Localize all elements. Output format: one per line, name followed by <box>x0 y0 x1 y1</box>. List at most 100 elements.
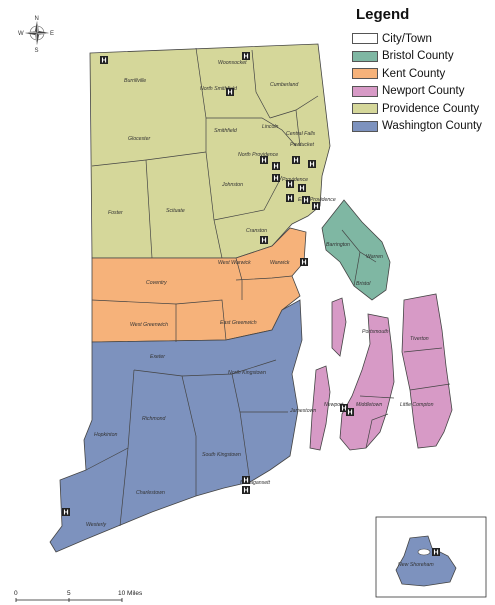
hospital-icon: H <box>242 52 250 61</box>
svg-text:H: H <box>261 238 266 245</box>
town-label: Middletown <box>356 402 382 408</box>
svg-text:H: H <box>273 176 278 183</box>
hospital-icon: H <box>292 156 300 165</box>
scale-tick-label: 10 Miles <box>118 590 143 597</box>
legend-title: Legend <box>356 6 410 23</box>
legend-label: Kent County <box>382 67 446 80</box>
town-label: West Warwick <box>218 260 251 266</box>
legend-label: Bristol County <box>382 50 454 63</box>
svg-text:H: H <box>299 186 304 193</box>
hospital-icon: H <box>302 196 310 205</box>
svg-text:H: H <box>309 162 314 169</box>
providence-county <box>89 43 331 259</box>
hospital-icon: H <box>286 180 294 189</box>
town-label: Richmond <box>142 416 166 422</box>
town-label: Coventry <box>146 280 167 286</box>
svg-text:H: H <box>101 58 106 65</box>
svg-text:H: H <box>227 90 232 97</box>
town-label: Glocester <box>128 136 150 142</box>
town-label: Providence <box>282 177 308 183</box>
legend-label: Washington County <box>382 120 482 133</box>
hospital-icon: H <box>308 160 316 169</box>
washington-county <box>49 299 303 553</box>
hospital-icon: H <box>272 174 280 183</box>
hospital-icon: H <box>272 162 280 171</box>
compass-south: S <box>35 48 39 54</box>
new-shoreham-island <box>395 535 457 587</box>
town-label: New Shoreham <box>398 562 434 568</box>
town-label: Bristol <box>356 281 371 287</box>
legend-swatch <box>352 50 378 62</box>
bristol-county <box>321 199 391 301</box>
hospital-icon: H <box>100 56 108 65</box>
scale-tick-label: 5 <box>67 590 71 597</box>
svg-text:H: H <box>293 158 298 165</box>
hospital-icon: H <box>260 156 268 165</box>
town-label: South Kingstown <box>202 452 241 458</box>
town-label: East Greenwich <box>220 320 257 326</box>
town-label: Lincoln <box>262 124 279 130</box>
compass-west: W <box>18 31 24 37</box>
hospital-icon: H <box>298 184 306 193</box>
town-labels: Burrillville Woonsocket North Smithfield… <box>86 60 434 568</box>
town-label: Warwick <box>270 260 290 266</box>
town-label: Cranston <box>246 228 267 234</box>
svg-text:H: H <box>313 204 318 211</box>
town-label: Tiverton <box>410 336 429 342</box>
hospital-icon: H <box>226 88 234 97</box>
legend-item: Bristol County <box>352 48 492 66</box>
town-label: Pawtucket <box>290 142 314 148</box>
hospital-icon: H <box>346 408 354 417</box>
svg-text:H: H <box>303 198 308 205</box>
hospital-icon: H <box>312 202 320 211</box>
town-label: Portsmouth <box>362 329 389 335</box>
svg-text:H: H <box>347 410 352 417</box>
town-label: Newport <box>324 402 344 408</box>
town-label: Johnston <box>221 182 243 188</box>
town-label: Westerly <box>86 522 106 528</box>
town-label: Exeter <box>150 354 165 360</box>
hospital-icon: H <box>340 404 348 413</box>
svg-text:H: H <box>433 550 438 557</box>
compass-east: E <box>50 31 54 37</box>
scale-tick-label: 0 <box>14 590 18 597</box>
legend-item: Kent County <box>352 65 492 83</box>
town-label: Scituate <box>166 208 185 214</box>
legend-item: Washington County <box>352 118 492 136</box>
legend-swatch <box>352 68 378 80</box>
svg-text:H: H <box>341 406 346 413</box>
svg-text:H: H <box>243 478 248 485</box>
hospital-icon: H <box>242 476 250 485</box>
svg-text:H: H <box>243 54 248 61</box>
legend-swatch <box>352 103 378 115</box>
svg-text:H: H <box>287 196 292 203</box>
town-label: Cumberland <box>270 82 299 88</box>
legend-label: City/Town <box>382 32 432 45</box>
town-label: Hopkinton <box>94 432 117 438</box>
town-label: East Providence <box>298 197 336 203</box>
legend-item: City/Town <box>352 30 492 48</box>
svg-text:H: H <box>243 488 248 495</box>
hospital-icon: H <box>62 508 70 517</box>
town-label: Burrillville <box>124 78 146 84</box>
town-label: Central Falls <box>286 131 316 137</box>
hospital-icon: H <box>432 548 440 557</box>
svg-text:H: H <box>63 510 68 517</box>
town-label: Warren <box>366 254 383 260</box>
legend-label: Newport County <box>382 85 465 98</box>
legend-label: Providence County <box>382 102 480 115</box>
legend-swatch <box>352 33 378 45</box>
town-label: Smithfield <box>214 128 238 134</box>
hospital-icon: H <box>242 486 250 495</box>
svg-text:H: H <box>261 158 266 165</box>
great-salt-pond <box>417 548 431 556</box>
town-label: Jamestown <box>289 408 316 414</box>
newport-county-tiverton <box>401 293 453 449</box>
compass-north: N <box>35 16 39 22</box>
legend-swatch <box>352 120 378 132</box>
town-label: Woonsocket <box>218 60 247 66</box>
